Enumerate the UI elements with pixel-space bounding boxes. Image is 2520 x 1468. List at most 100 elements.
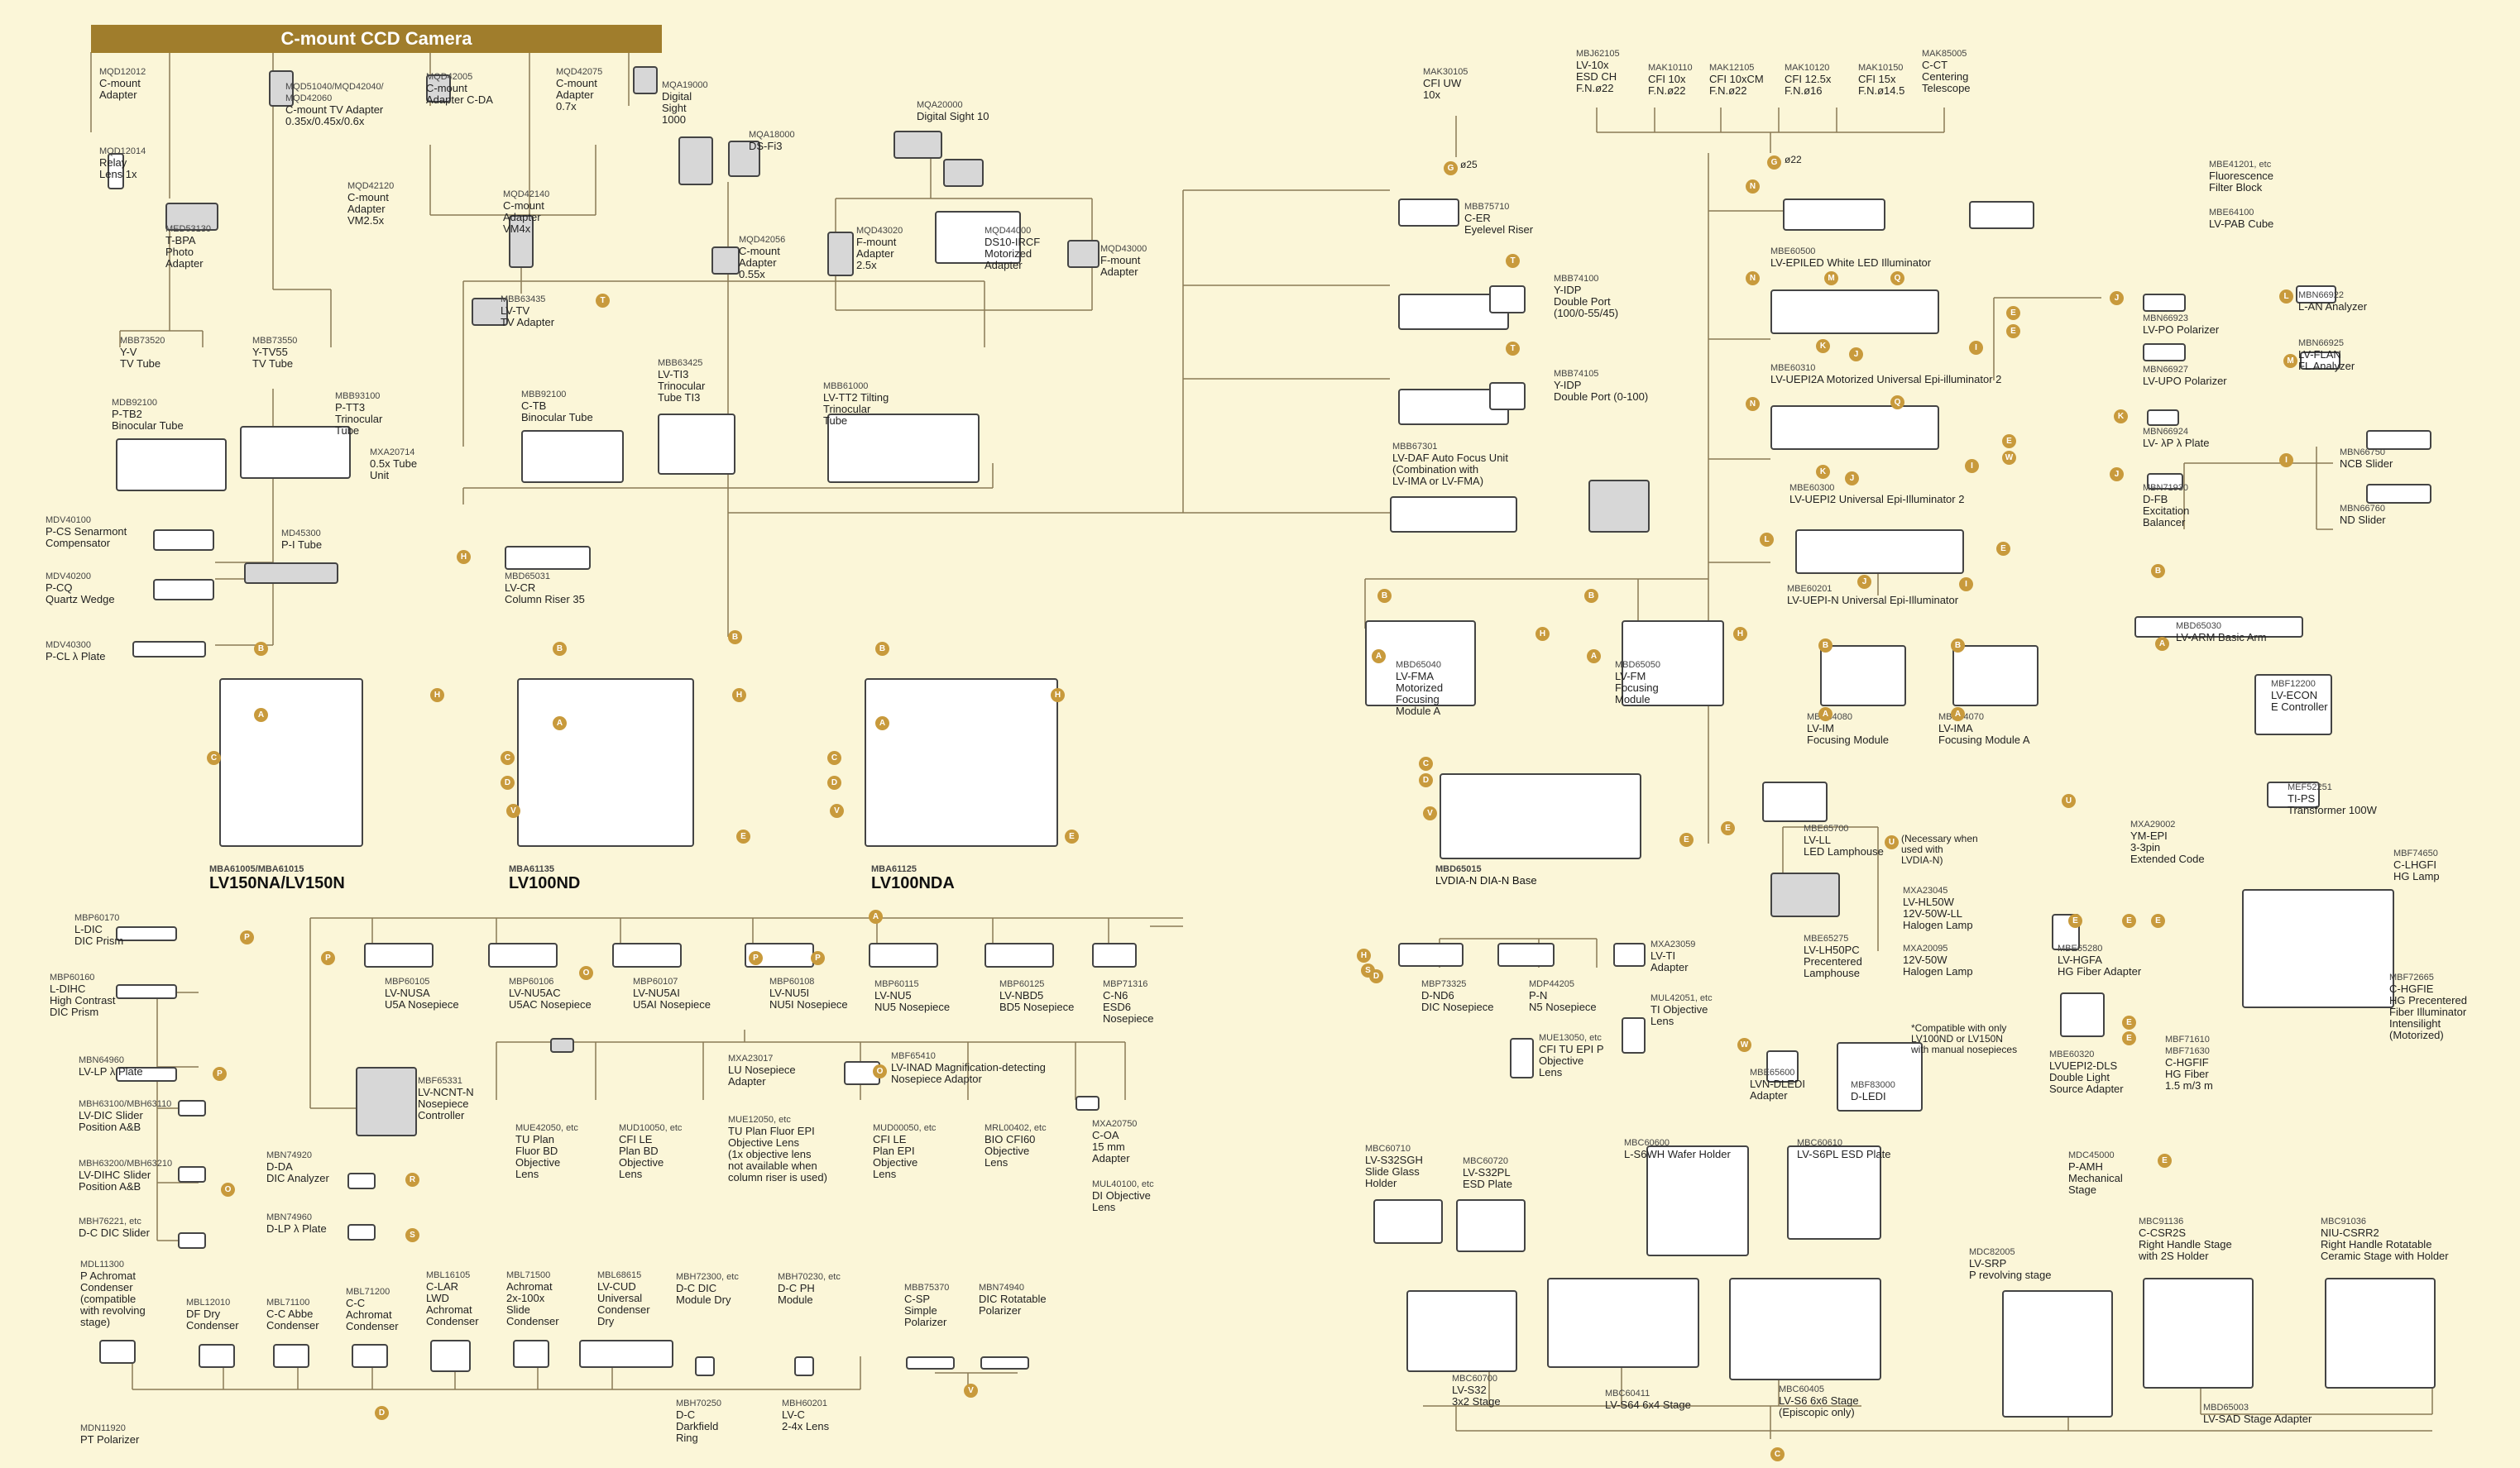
component-label: Digital Sight 10 [917, 110, 989, 122]
connection-badge: H [457, 550, 471, 564]
stand-label: LV100ND [509, 874, 581, 892]
part-illustration [132, 641, 206, 657]
connection-badge: E [1065, 830, 1079, 844]
component-code: MDV40100 [46, 515, 92, 525]
component-code: MUL42051, etc [1650, 993, 1713, 1003]
component-label: T-BPA Photo Adapter [165, 234, 204, 270]
component-code: MXA20750 [1092, 1119, 1138, 1129]
component-label: L-AN Analyzer [2298, 300, 2368, 313]
connection-badge: P [811, 951, 825, 965]
connection-badge: E [1996, 542, 2010, 556]
component-code: MXA23059 [1650, 940, 1696, 949]
part-illustration [347, 1173, 376, 1189]
part-illustration [2002, 1290, 2113, 1418]
component-label: D-LEDI [1851, 1090, 1886, 1102]
part-illustration [1398, 943, 1464, 967]
component-label: P-CQ Quartz Wedge [46, 581, 115, 605]
component-label: LV-DIHC Slider Position A&B [79, 1169, 151, 1193]
connection-badge: R [405, 1173, 419, 1187]
part-illustration [1770, 405, 1939, 450]
component-code: MBE65280 [2058, 944, 2103, 954]
component-code: MBE60201 [1787, 584, 1833, 594]
part-illustration [240, 426, 351, 479]
part-illustration [2267, 782, 2320, 808]
connection-badge: T [596, 294, 610, 308]
connection-badge: A [2155, 637, 2169, 651]
connection-badge: A [1951, 707, 1965, 721]
component-code: MBL12010 [186, 1298, 231, 1308]
component-label: LV-EPILED White LED Illuminator [1770, 256, 1932, 269]
part-illustration [1092, 943, 1137, 968]
part-illustration [273, 1344, 309, 1368]
part-illustration [2296, 285, 2336, 304]
part-illustration [1795, 529, 1964, 574]
part-illustration [827, 232, 854, 276]
connection-badge: E [1721, 821, 1735, 835]
component-label: TU Plan Fluor BD Objective Lens [515, 1133, 561, 1180]
component-code: MXA20714 [370, 447, 415, 457]
component-code: MBL71500 [506, 1270, 551, 1280]
part-illustration [1456, 1199, 1526, 1252]
camera-section-header: C-mount CCD Camera [91, 25, 662, 53]
part-illustration [865, 678, 1058, 847]
component-label: LV-10x ESD CH F.N.ø22 [1576, 59, 1617, 94]
connection-badge: D [375, 1406, 389, 1420]
component-label: YM-EPI 3-3pin Extended Code [2130, 830, 2205, 865]
component-label: NIU-CSRR2 Right Handle Rotatable Ceramic… [2321, 1227, 2449, 1262]
part-illustration [1770, 873, 1840, 917]
connection-badge: P [240, 930, 254, 944]
part-illustration [1547, 1278, 1699, 1368]
component-label: CFI LE Plan EPI Objective Lens [873, 1133, 918, 1180]
component-label: LV-NU5 NU5 Nosepiece [874, 989, 951, 1013]
component-label: C-N6 ESD6 Nosepiece [1103, 989, 1154, 1025]
connection-badge: I [1969, 341, 1983, 355]
connection-badge: A [875, 716, 889, 730]
connection-badge: U [1885, 835, 1899, 849]
component-code: MBD65031 [505, 571, 551, 581]
component-label: LV-CR Column Riser 35 [505, 581, 585, 605]
component-code: MBN66925 [2298, 338, 2345, 348]
part-illustration [356, 1067, 417, 1136]
connection-badge: B [254, 642, 268, 656]
component-label: LV-S6 6x6 Stage (Episcopic only) [1779, 1394, 1859, 1418]
part-illustration [505, 546, 591, 570]
component-label: D-ND6 DIC Nosepiece [1421, 989, 1494, 1013]
component-code: MBL71200 [346, 1287, 390, 1297]
component-label: D-C DIC Slider [79, 1227, 150, 1239]
connection-badge: A [1372, 649, 1386, 663]
part-illustration [2366, 484, 2431, 504]
component-code: MD45300 [281, 528, 321, 538]
component-label: ND Slider [2340, 514, 2386, 526]
connection-badge: L [2279, 289, 2293, 304]
part-illustration [99, 1340, 136, 1364]
component-label: LV- λP λ Plate [2143, 437, 2210, 449]
part-illustration [178, 1100, 206, 1117]
part-illustration [1365, 620, 1476, 706]
part-illustration [178, 1232, 206, 1249]
connection-badge: B [2151, 564, 2165, 578]
connection-badge: S [405, 1228, 419, 1242]
part-illustration [1510, 1038, 1534, 1078]
component-code: MBB93100 [335, 391, 381, 401]
